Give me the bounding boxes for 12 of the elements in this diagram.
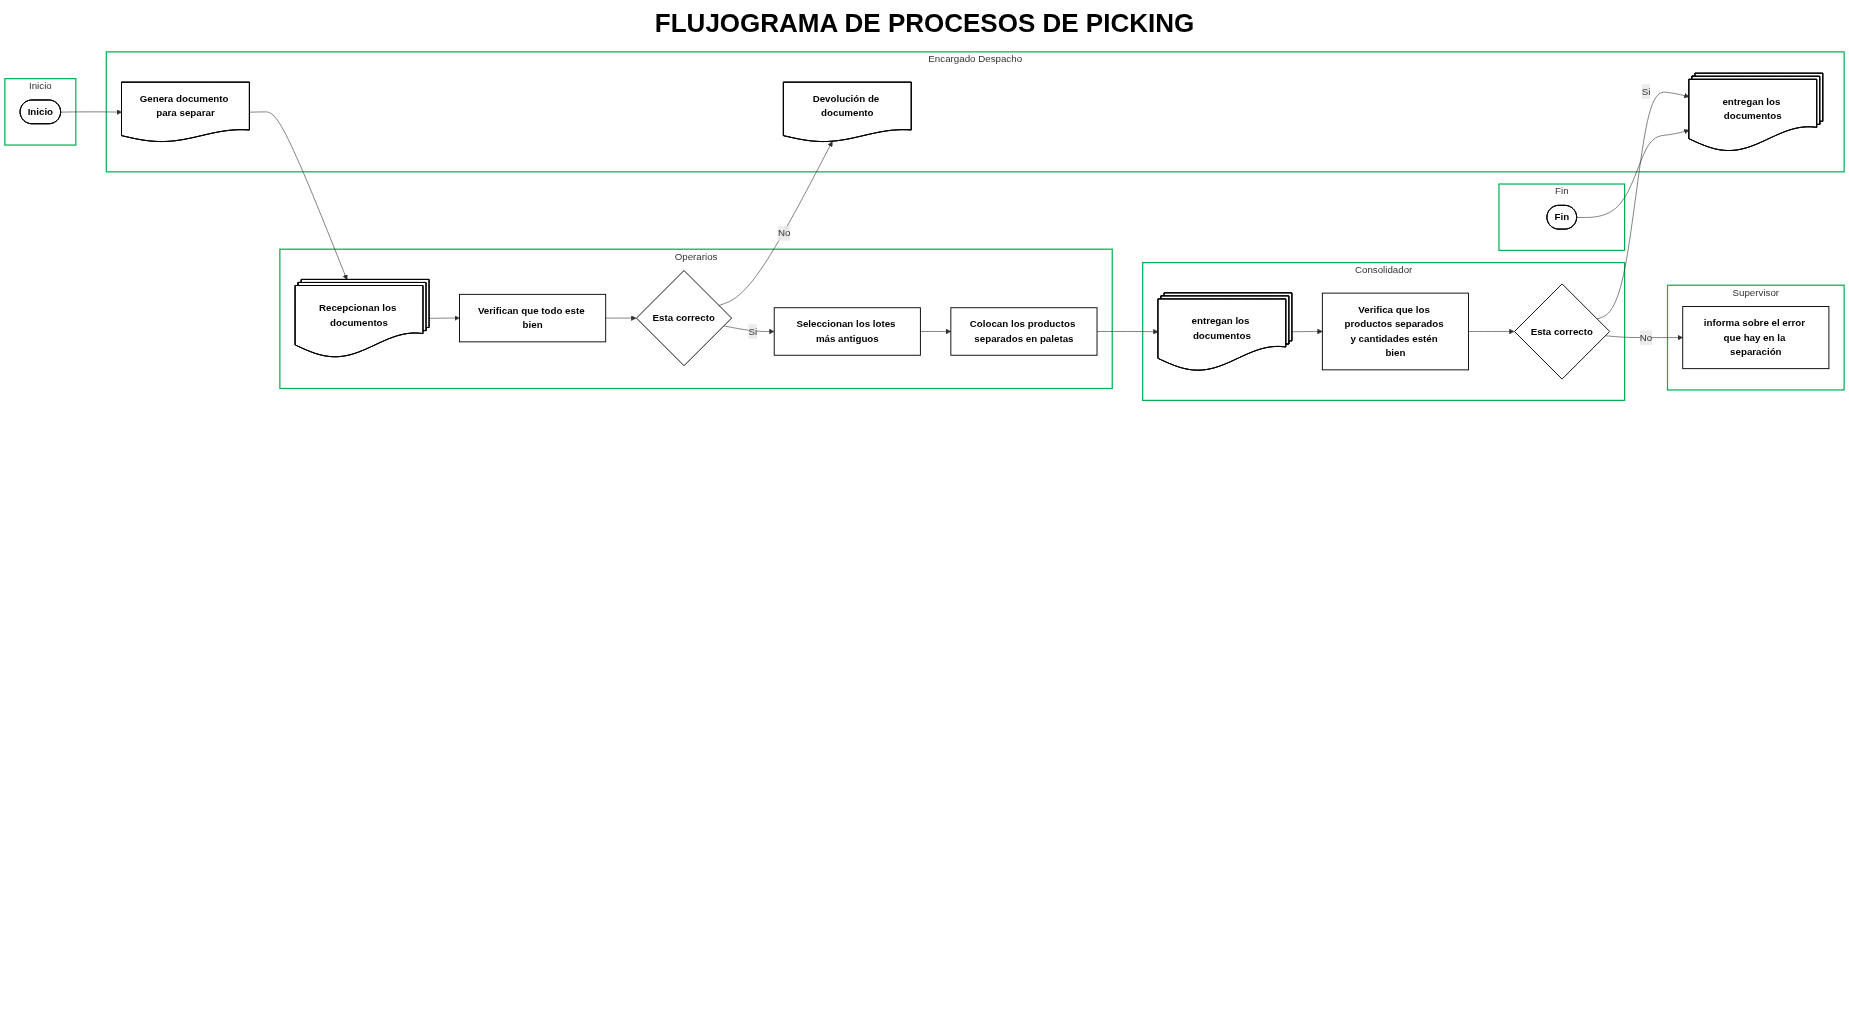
edge-label: No [1639,332,1653,343]
node-diamond: Esta correcto [636,270,733,367]
node-box: Seleccionan los lotes más antiguos [773,307,921,356]
node-diamond: Esta correcto [1514,283,1611,380]
node-box: Verifican que todo este bien [459,293,607,343]
edge-label: No [777,227,791,239]
diagram-title: FLUJOGRAMA DE PROCESOS DE PICKING [653,8,1196,39]
node-box: Verifica que los productos separados y cantidades estén bien [1321,292,1469,371]
node-box: informa sobre el error que hay en la separación [1682,306,1830,370]
edge-label: Si [1641,86,1651,97]
edge-label: Si [748,326,758,337]
node-box: Colocan los productos separados en paletas [950,307,1098,356]
